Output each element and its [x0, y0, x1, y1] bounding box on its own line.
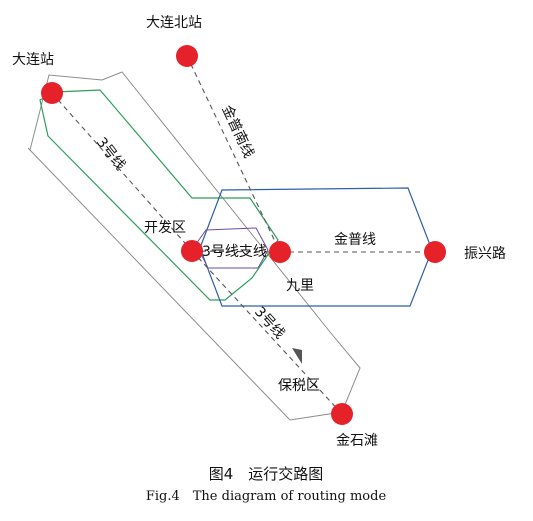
stations [41, 45, 446, 425]
caption-chinese: 图4 运行交路图 [209, 465, 324, 483]
label-dalian: 大连站 [12, 52, 54, 68]
label-jinpu: 金普线 [334, 232, 376, 248]
purple-route-outline [195, 227, 269, 269]
track-dalian-kaifaqu [51, 92, 193, 252]
label-dalian-north: 大连北站 [146, 15, 202, 31]
track-kaifaqu-jinshitan [191, 250, 343, 415]
station-jiuli [269, 241, 291, 263]
line3-direction-arrow [292, 348, 302, 364]
label-zhenxinglu: 振兴路 [464, 246, 506, 262]
label-baoshuiqu: 保税区 [278, 378, 320, 394]
gray-route-outline [27, 71, 361, 421]
station-jinshitan [331, 403, 353, 425]
station-kaifaqu [181, 240, 203, 262]
track-dalian-north-jiuli [186, 55, 281, 253]
station-zhenxinglu [424, 241, 446, 263]
label-line3-lower: 3号线 [251, 304, 288, 342]
label-kaifaqu: 开发区 [144, 220, 186, 236]
dashed-tracks [51, 55, 435, 415]
track-kaifaqu-jiuli [191, 250, 281, 253]
label-line3-branch: 3号线支线 [202, 244, 267, 260]
label-jinpu-south: 金普南线 [218, 103, 256, 161]
station-dalian [41, 82, 63, 104]
caption-english: Fig.4 The diagram of routing mode [146, 489, 387, 504]
label-jinshitan: 金石滩 [336, 433, 378, 449]
label-jiuli: 九里 [286, 278, 314, 294]
label-line3-upper: 3号线 [93, 135, 128, 174]
station-dalian-north [176, 45, 198, 67]
green-route-outline [39, 89, 279, 301]
